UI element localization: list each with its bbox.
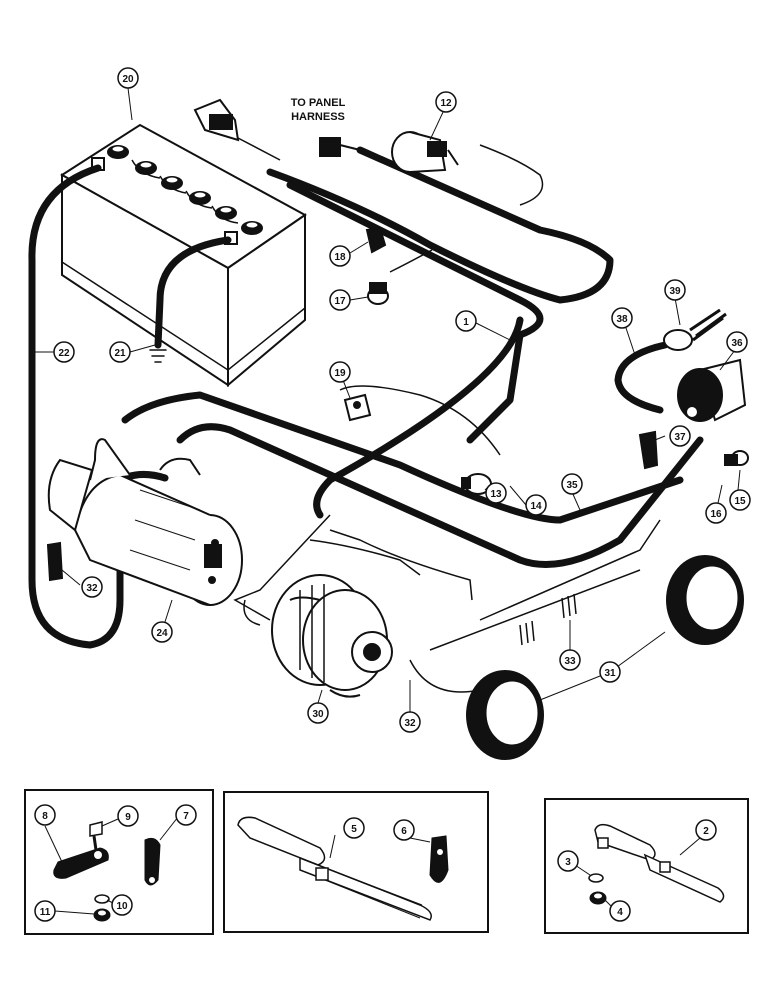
callout-38: 38 <box>611 307 633 329</box>
heading-line-2: HARNESS <box>291 111 345 123</box>
svg-text:39: 39 <box>669 286 681 297</box>
gauge <box>391 131 459 173</box>
sender-17 <box>367 282 389 305</box>
svg-text:36: 36 <box>731 338 743 349</box>
detail-panel-middle: 5 6 <box>223 791 489 933</box>
callout-10: 10 <box>111 894 133 916</box>
svg-text:12: 12 <box>440 98 452 109</box>
callout-24: 24 <box>151 621 173 643</box>
callout-30: 30 <box>307 702 329 724</box>
part-15 <box>724 450 749 466</box>
svg-text:11: 11 <box>40 907 51 918</box>
callout-8: 8 <box>34 804 56 826</box>
svg-text:22: 22 <box>58 348 70 359</box>
svg-text:32: 32 <box>404 718 416 729</box>
callout-7: 7 <box>175 804 197 826</box>
cap-18 <box>365 226 387 254</box>
callout-19: 19 <box>329 361 351 383</box>
svg-text:2: 2 <box>703 826 709 837</box>
svg-text:9: 9 <box>125 812 131 823</box>
switch-39 <box>663 308 727 351</box>
callout-32a: 32 <box>81 576 103 598</box>
callout-14: 14 <box>525 494 547 516</box>
svg-text:16: 16 <box>710 509 722 520</box>
callout-5: 5 <box>343 817 365 839</box>
svg-text:4: 4 <box>617 907 623 918</box>
battery <box>60 123 307 388</box>
solenoid <box>677 358 747 422</box>
callout-17: 17 <box>329 289 351 311</box>
svg-text:31: 31 <box>604 668 616 679</box>
svg-text:19: 19 <box>334 368 346 379</box>
callout-39: 39 <box>664 279 686 301</box>
callout-13: 13 <box>485 482 507 504</box>
callout-31: 31 <box>599 661 621 683</box>
callout-4: 4 <box>609 900 631 922</box>
svg-text:35: 35 <box>566 480 578 491</box>
callout-33: 33 <box>559 649 581 671</box>
svg-text:14: 14 <box>530 501 542 512</box>
callout-6: 6 <box>393 819 415 841</box>
svg-text:32: 32 <box>86 583 98 594</box>
callout-21: 21 <box>109 341 131 363</box>
callouts: 20 12 18 17 1 39 38 36 19 37 14 13 35 15… <box>53 67 751 733</box>
svg-text:5: 5 <box>351 824 357 835</box>
svg-text:17: 17 <box>334 296 346 307</box>
leader-lines <box>32 87 741 712</box>
fuse-holder <box>193 98 240 142</box>
svg-text:13: 13 <box>490 489 502 500</box>
part-19 <box>343 393 372 422</box>
svg-text:38: 38 <box>616 314 628 325</box>
starter-motor <box>47 438 243 606</box>
callout-18: 18 <box>329 245 351 267</box>
thin-wires <box>233 137 661 693</box>
detail-panel-right: 2 3 4 <box>544 798 749 934</box>
callout-22: 22 <box>53 341 75 363</box>
detail-panel-left: 8 9 7 10 11 <box>24 789 214 935</box>
callout-9: 9 <box>117 805 139 827</box>
svg-text:7: 7 <box>183 811 189 822</box>
svg-text:21: 21 <box>114 348 126 359</box>
heading-line-1: TO PANEL <box>291 97 346 109</box>
callout-20: 20 <box>117 67 139 89</box>
callout-2: 2 <box>695 819 717 841</box>
boot-32 <box>46 541 64 582</box>
boot-37 <box>638 430 659 470</box>
ground-33 <box>519 593 577 646</box>
panel-connector <box>319 137 361 157</box>
svg-text:8: 8 <box>42 811 48 822</box>
svg-text:33: 33 <box>564 656 576 667</box>
callout-32b: 32 <box>399 711 421 733</box>
cables <box>28 146 704 649</box>
callout-36: 36 <box>726 331 748 353</box>
svg-text:6: 6 <box>401 826 407 837</box>
svg-text:24: 24 <box>156 628 168 639</box>
callout-37: 37 <box>669 425 691 447</box>
callout-35: 35 <box>561 473 583 495</box>
callout-15: 15 <box>729 489 751 511</box>
callout-12: 12 <box>435 91 457 113</box>
svg-text:30: 30 <box>312 709 324 720</box>
lamps <box>466 555 744 760</box>
svg-text:20: 20 <box>122 74 134 85</box>
svg-text:15: 15 <box>734 496 746 507</box>
callout-11: 11 <box>34 900 56 922</box>
callout-16: 16 <box>705 502 727 524</box>
svg-text:1: 1 <box>463 317 469 328</box>
callout-1: 1 <box>455 310 477 332</box>
svg-text:10: 10 <box>116 901 128 912</box>
svg-text:18: 18 <box>334 252 346 263</box>
svg-text:3: 3 <box>565 857 571 868</box>
callout-3: 3 <box>557 850 579 872</box>
svg-text:37: 37 <box>674 432 686 443</box>
alternator <box>271 574 393 698</box>
